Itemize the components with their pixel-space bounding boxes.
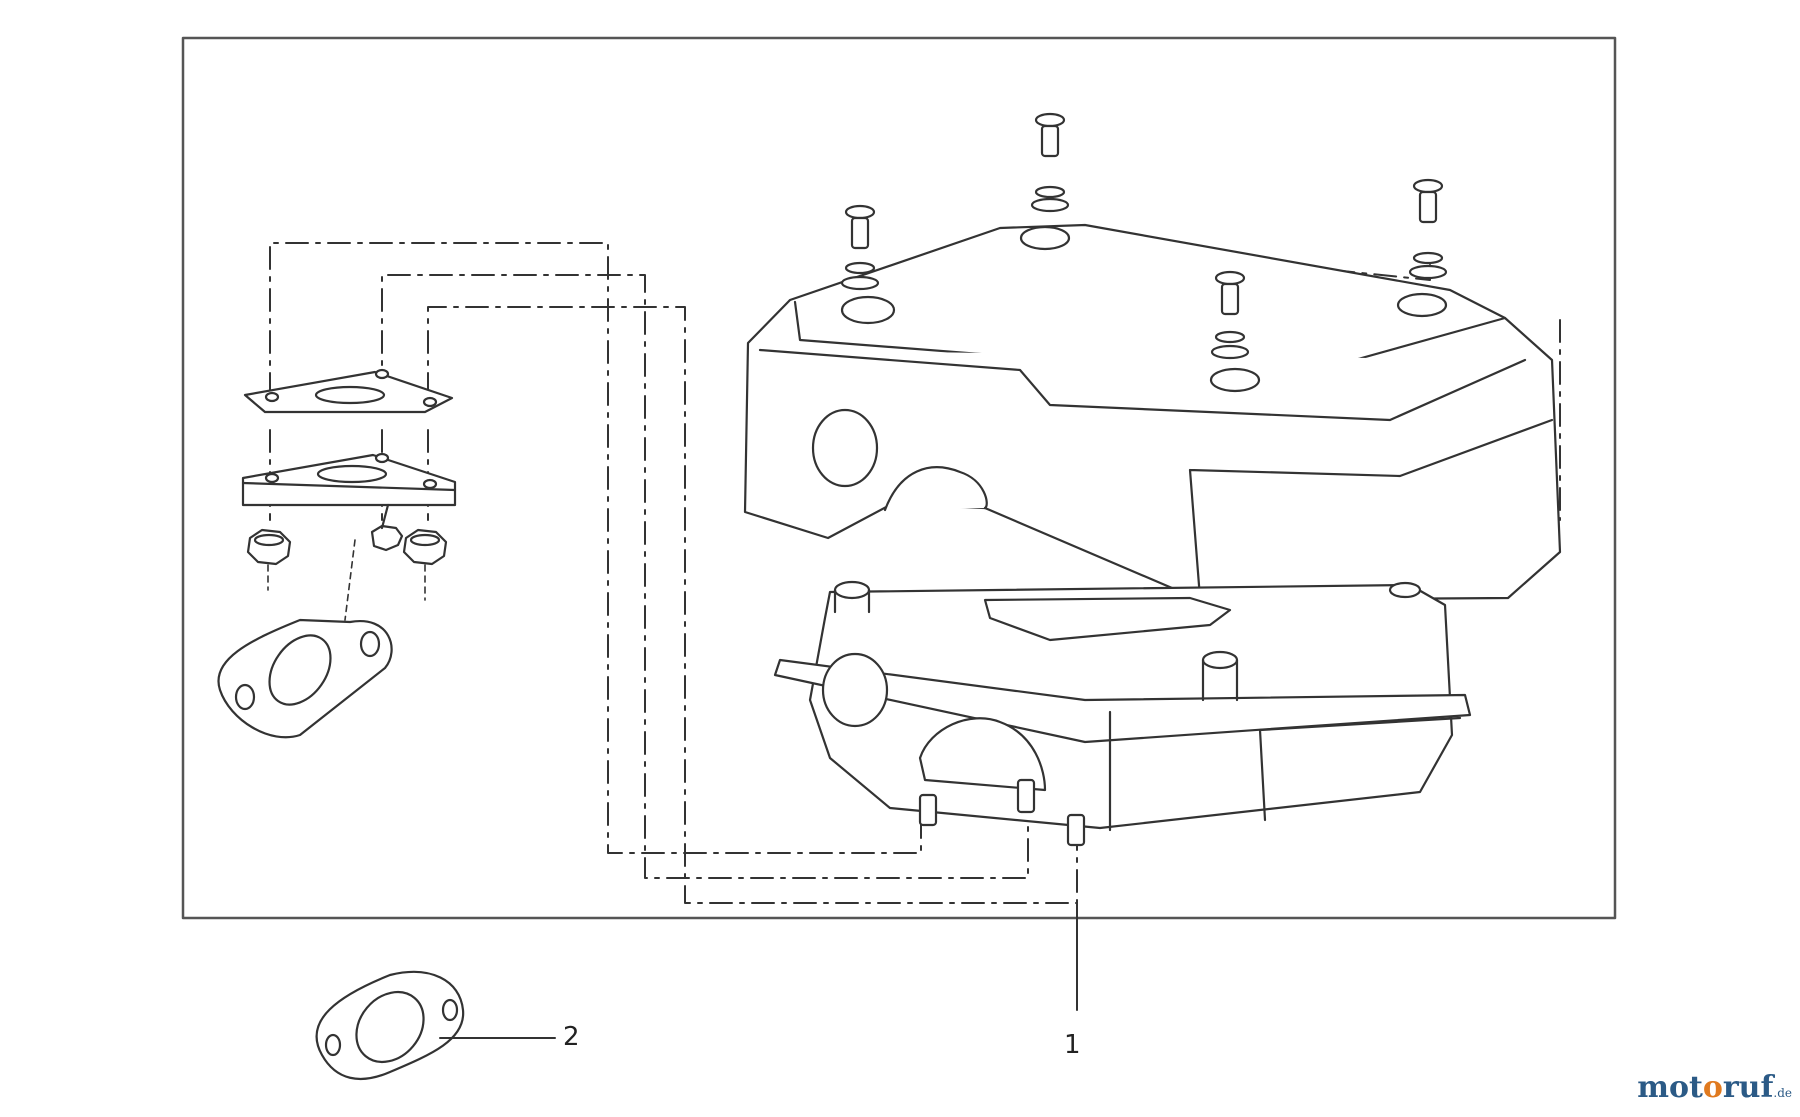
mounting-nuts [246,503,448,566]
spacer-flange [241,452,457,507]
cover-screws [840,112,1448,360]
assembly-frame [181,36,1617,920]
heat-shield-cover [743,223,1562,602]
watermark-logo: motoruf.de [1637,1070,1792,1105]
exhaust-gasket-part-2 [315,970,465,1080]
muffler-body [773,580,1472,847]
callout-part-2: 2 [563,1022,580,1052]
flange-gasket [243,368,454,414]
exhaust-gasket-in-frame [217,618,393,739]
callout-part-1: 1 [1064,1030,1081,1060]
